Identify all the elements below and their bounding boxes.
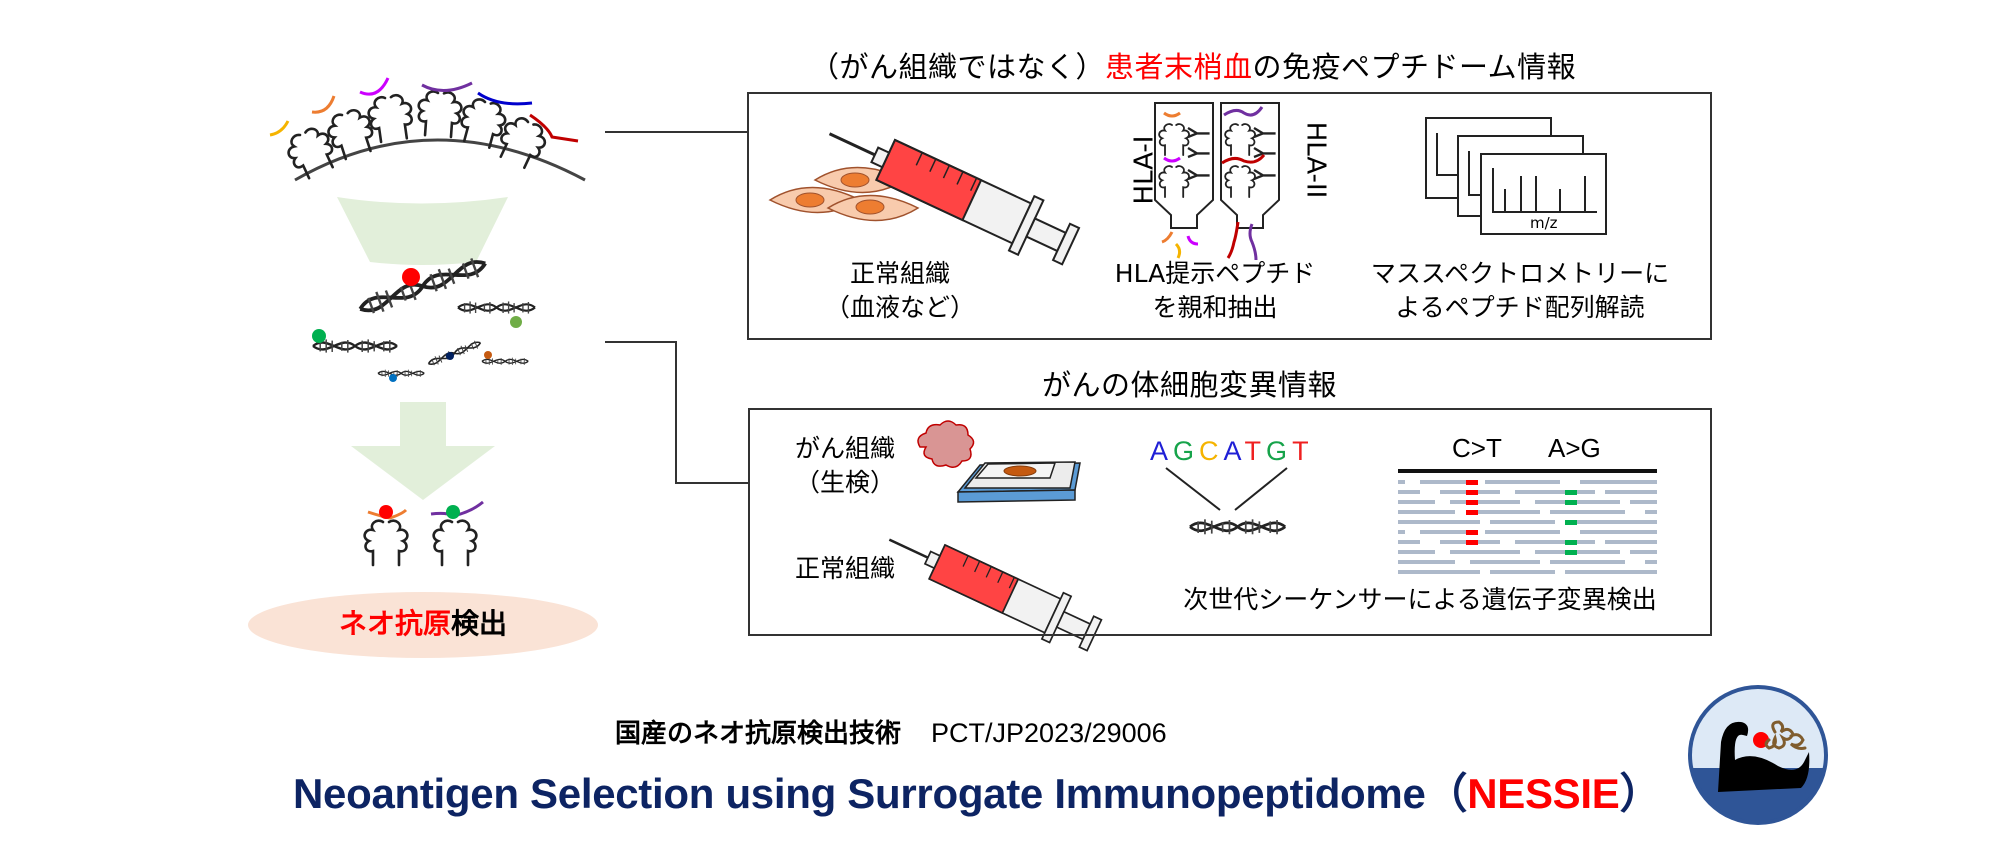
mutation-c-to-t-mark: [1466, 480, 1478, 485]
mutation-a-to-g-mark: [1565, 490, 1577, 495]
sequencing-read: [1550, 560, 1625, 564]
footer-tech-label: 国産のネオ抗原検出技術: [615, 719, 902, 749]
immunopeptidome-title: （がん組織ではなく）患者末梢血の免疫ペプチドーム情報: [810, 50, 1577, 84]
neoantigen-hla-icon: [363, 500, 484, 567]
sequence-letter: T: [1244, 436, 1267, 466]
funnel-shape: [337, 197, 508, 265]
variant-a-to-g-label: A>G: [1548, 433, 1601, 463]
sequence-letter: C: [1199, 436, 1224, 466]
patent-number: PCT/JP2023/29006: [931, 718, 1167, 748]
sequencing-read: [1450, 500, 1520, 504]
method-name: Neoantigen Selection using Surrogate Imm…: [293, 770, 1426, 817]
sequencing-read: [1485, 480, 1560, 484]
nessie-logo-icon: [1688, 685, 1828, 825]
mutation-c-to-t-mark: [1466, 540, 1478, 545]
sequence-letter: A: [1223, 436, 1245, 466]
tissue-cassette-icon: [956, 461, 1081, 503]
step-hla-extraction-label: HLA提示ペプチド を親和抽出: [1114, 259, 1316, 322]
result-ellipse: [248, 592, 598, 658]
sequencing-read: [1580, 530, 1657, 534]
sequencing-read: [1645, 560, 1657, 564]
sequencing-read: [1398, 520, 1480, 524]
sequence-letter: T: [1292, 436, 1314, 466]
mutation-c-to-t-mark: [1466, 530, 1478, 535]
sequencing-read: [1605, 540, 1657, 544]
sequencing-read: [1630, 500, 1657, 504]
sequencing-read: [1630, 550, 1657, 554]
mutation-a-to-g-mark: [1565, 540, 1577, 545]
sequencing-read: [1490, 520, 1555, 524]
sequencing-read: [1535, 500, 1620, 504]
mutation-a-to-g-mark: [1565, 520, 1577, 525]
footer-line2: Neoantigen Selection using Surrogate Imm…: [293, 770, 1662, 817]
sequencing-read: [1645, 510, 1657, 514]
neoantigen-detection-label: ネオ抗原検出: [338, 607, 508, 640]
sequencing-read: [1515, 490, 1595, 494]
mutation-c-to-t-mark: [1466, 490, 1478, 495]
sequencing-read: [1398, 480, 1405, 484]
affinity-column-icon: [1154, 102, 1280, 261]
mutation-a-to-g-mark: [1565, 500, 1577, 505]
sequencing-read: [1470, 510, 1540, 514]
down-arrow-icon: [351, 402, 495, 500]
sequencing-read: [1398, 560, 1455, 564]
peripheral-blood-highlight: 患者末梢血: [1105, 50, 1253, 84]
sequencing-read: [1398, 510, 1455, 514]
cell-membrane-hla-icon: [269, 77, 586, 184]
dna-cluster-icon: [311, 251, 537, 382]
nessie-acronym: NESSIE: [1467, 770, 1620, 817]
sequencing-read: [1550, 510, 1625, 514]
mutation-c-to-t-mark: [1466, 510, 1478, 515]
mz-axis-label: m/z: [1530, 214, 1558, 232]
sequencing-read: [1470, 560, 1540, 564]
sequencing-read: [1515, 540, 1595, 544]
sequencing-read: [1490, 570, 1555, 574]
dna-sequence: AGCATGT: [1150, 436, 1314, 467]
normal-tissue-label: 正常組織: [794, 554, 895, 583]
tumor-biopsy-icon: [917, 420, 975, 468]
variant-c-to-t-label: C>T: [1452, 433, 1502, 463]
sequencing-read: [1398, 570, 1480, 574]
somatic-mutation-panel: [748, 408, 1712, 636]
sequencing-read: [1580, 480, 1657, 484]
hla-i-label: HLA-I: [1129, 135, 1160, 205]
sequencing-read: [1450, 550, 1520, 554]
sequencing-read: [1398, 490, 1420, 494]
sequencing-read: [1398, 540, 1420, 544]
footer-line1: 国産のネオ抗原検出技術 PCT/JP2023/29006: [615, 713, 1167, 750]
hla-ii-label: HLA-II: [1300, 121, 1331, 199]
sequence-letter: G: [1266, 436, 1293, 466]
normal-cells-icon: [768, 166, 920, 222]
sequence-to-dna-lines: [1165, 467, 1288, 511]
immunopeptidome-panel: [747, 92, 1712, 340]
sequencing-read: [1565, 520, 1657, 524]
tumor-tissue-label: がん組織 （生検）: [794, 434, 895, 497]
step-normal-tissue-label: 正常組織 （血液など）: [824, 259, 975, 322]
sequencing-read: [1398, 530, 1405, 534]
ngs-reads-icon: [1398, 469, 1657, 574]
somatic-mutation-title: がんの体細胞変異情報: [1042, 368, 1338, 402]
step-mass-spec-label: マススペクトロメトリーに よるペプチド配列解読: [1370, 259, 1670, 322]
connector-lines: [605, 131, 748, 484]
mutation-a-to-g-mark: [1565, 550, 1577, 555]
ngs-caption: 次世代シーケンサーによる遺伝子変異検出: [1183, 585, 1657, 614]
sequencing-read: [1565, 570, 1657, 574]
mutation-c-to-t-mark: [1466, 500, 1478, 505]
mass-spectrum-icon: [1425, 117, 1607, 235]
sequencing-read: [1398, 550, 1435, 554]
sequencing-read: [1535, 550, 1620, 554]
sequence-letter: A: [1150, 436, 1174, 466]
sequencing-read: [1420, 530, 1476, 534]
sequencing-read: [1605, 490, 1657, 494]
sequencing-read: [1398, 500, 1435, 504]
sequencing-read: [1420, 480, 1476, 484]
sequencing-read: [1485, 530, 1560, 534]
sequence-letter: G: [1173, 436, 1200, 466]
